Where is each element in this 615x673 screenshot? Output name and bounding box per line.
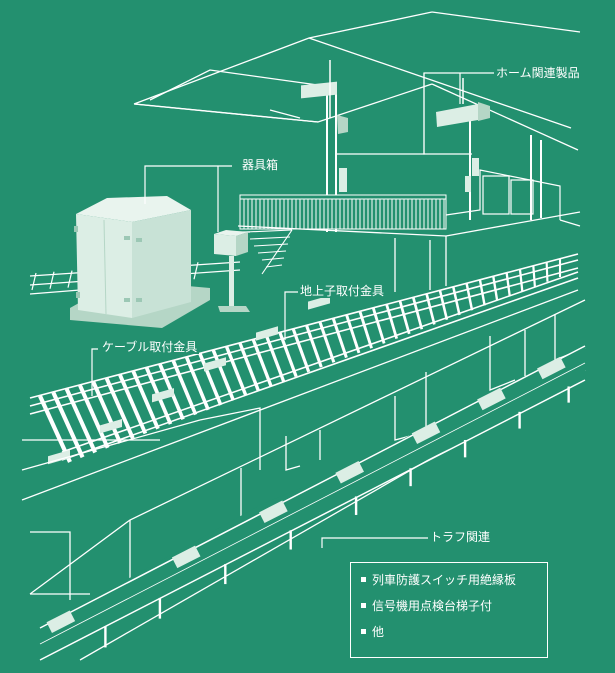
legend-item-text: 列車防護スイッチ用絶縁板 [372,573,517,587]
trough-clamp [171,545,201,569]
sleeper [193,262,199,280]
trough-clamp [411,421,441,445]
stair-step [245,229,293,233]
label-cable-bracket: ケーブル取付金具 [100,340,200,354]
stair-step [265,264,283,268]
sleeper [505,272,511,297]
platform-fence [239,194,447,230]
stair-step [261,257,285,261]
sleeper [278,332,298,378]
sleeper [67,270,73,288]
sleeper [492,276,499,301]
station-canopy [133,11,581,151]
label-ground-terminal-bracket: 地上子取付金具 [298,284,387,298]
label-trough: トラフ関連 [428,530,493,544]
bullet-icon [361,629,366,634]
legend-item: 信号機用点検台梯子付 [361,599,547,625]
sleeper [305,325,323,368]
sleeper [371,307,386,344]
trough-clamp [335,461,364,484]
sleeper-block [100,419,122,434]
sleeper [91,381,123,444]
platform-stairs [245,229,293,275]
sleeper [104,377,135,440]
sleeper [331,318,348,359]
legend-item: 列車防護スイッチ用絶縁板 [361,573,547,599]
sleeper [118,374,148,435]
sleeper [398,300,411,335]
sleeper [78,384,110,449]
sleeper [452,286,461,316]
sleeper [318,321,336,363]
sleeper [184,356,210,411]
platform-building [445,169,581,227]
stair-step [249,236,291,240]
platform-lamp-left [301,60,348,134]
sleeper-block [152,388,174,403]
trough-clamp [46,610,76,633]
main-track-sleepers [38,259,562,465]
sleeper-block [308,295,330,310]
sleeper [64,388,97,454]
label-platform-products: ホーム関連製品 [494,66,582,80]
sleeper [465,283,474,311]
sleeper [478,279,486,306]
viaduct-structure [21,289,586,661]
sleeper [49,271,55,289]
trough-clamps [46,356,566,633]
sleeper [238,342,261,392]
sleeper [131,370,160,430]
sleeper [291,328,311,373]
sleeper [265,335,286,382]
sleeper-block [204,357,226,372]
sleeper [412,297,424,330]
sleeper [438,290,449,320]
trough-support-posts [104,386,570,648]
leader-lines [91,72,494,548]
sleeper [425,293,436,325]
equipment-box [70,196,210,328]
sleeper [251,339,273,387]
sleeper [198,353,223,406]
bullet-icon [361,603,366,608]
sleeper-block [256,326,278,341]
trough [39,345,586,661]
sleeper [225,346,248,397]
trough-clamp [477,387,506,411]
sleeper [38,395,72,463]
bullet-icon [361,577,366,582]
legend-box: 列車防護スイッチ用絶縁板 信号機用点検台梯子付 他 [350,562,548,658]
sleeper [345,314,361,354]
sleeper [545,262,549,282]
small-cabinet [214,230,250,312]
sleeper [385,304,399,340]
sleeper [532,265,536,287]
platform-signs [339,158,479,192]
legend-item-text: 信号機用点検台梯子付 [372,599,493,613]
sleeper [358,311,373,349]
legend-item-text: 他 [372,625,385,639]
fence-bars [243,199,445,229]
sleeper [51,391,85,459]
trough-clamp [259,500,288,524]
sleeper [518,269,524,292]
stair-stringer [261,229,293,275]
legend-item: 他 [361,625,547,651]
sleeper [31,272,37,291]
stair-step [257,250,287,254]
sleeper [171,360,198,416]
label-equipment-box: 器具箱 [240,158,281,172]
trough-clamp [537,356,566,380]
sleeper [211,349,235,401]
platform-lamp-right [436,78,490,127]
